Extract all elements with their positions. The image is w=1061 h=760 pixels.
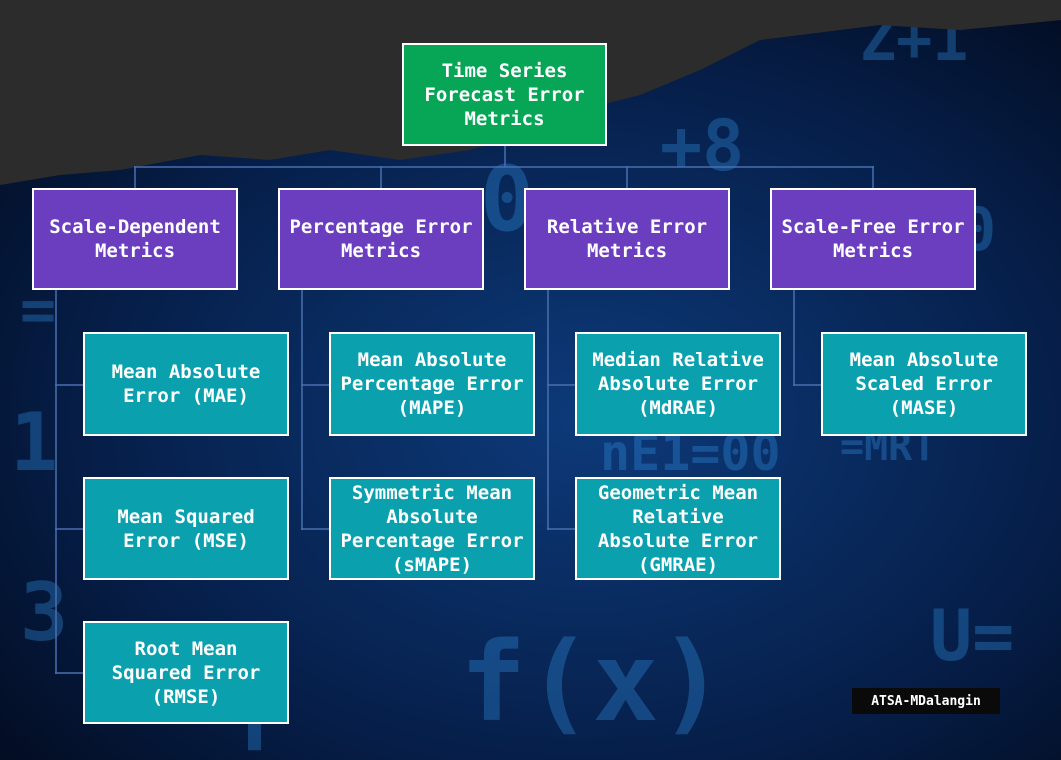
svg-text:f(x): f(x): [460, 618, 725, 746]
connector-col1-tick3: [55, 672, 84, 674]
svg-text:1: 1: [10, 396, 58, 489]
connector-col4-spine: [793, 289, 795, 386]
category-scale-free-error: Scale-Free Error Metrics: [770, 188, 976, 290]
connector-cat4-drop: [872, 166, 874, 189]
category-scale-dependent: Scale-Dependent Metrics: [32, 188, 238, 290]
watermark-label: ATSA-MDalangin: [852, 688, 1000, 714]
category-relative-error: Relative Error Metrics: [524, 188, 730, 290]
connector-col1-spine: [55, 289, 57, 674]
metric-mape: Mean Absolute Percentage Error (MAPE): [329, 332, 535, 436]
root-node: Time Series Forecast Error Metrics: [402, 43, 607, 146]
svg-text:U=: U=: [930, 595, 1014, 677]
connector-col1-tick1: [55, 384, 84, 386]
connector-col4-tick1: [793, 384, 822, 386]
metric-smape: Symmetric Mean Absolute Percentage Error…: [329, 477, 535, 580]
connector-cat3-drop: [626, 166, 628, 189]
svg-text:+8: +8: [660, 105, 744, 187]
connector-col3-tick2: [547, 528, 576, 530]
metric-gmrae: Geometric Mean Relative Absolute Error (…: [575, 477, 781, 580]
connector-col1-tick2: [55, 528, 84, 530]
metric-rmse: Root Mean Squared Error (RMSE): [83, 621, 289, 724]
connector-col2-tick1: [301, 384, 330, 386]
connector-col3-spine: [547, 289, 549, 530]
connector-root-trunk: [504, 145, 506, 167]
metric-mdrae: Median Relative Absolute Error (MdRAE): [575, 332, 781, 436]
metric-mase: Mean Absolute Scaled Error (MASE): [821, 332, 1027, 436]
connector-cat1-drop: [134, 166, 136, 189]
connector-col2-spine: [301, 289, 303, 530]
connector-cat2-drop: [380, 166, 382, 189]
connector-col2-tick2: [301, 528, 330, 530]
category-percentage-error: Percentage Error Metrics: [278, 188, 484, 290]
metric-mse: Mean Squared Error (MSE): [83, 477, 289, 580]
connector-category-bar: [134, 166, 874, 168]
svg-text:3: 3: [20, 566, 68, 659]
connector-col3-tick1: [547, 384, 576, 386]
metric-mae: Mean Absolute Error (MAE): [83, 332, 289, 436]
